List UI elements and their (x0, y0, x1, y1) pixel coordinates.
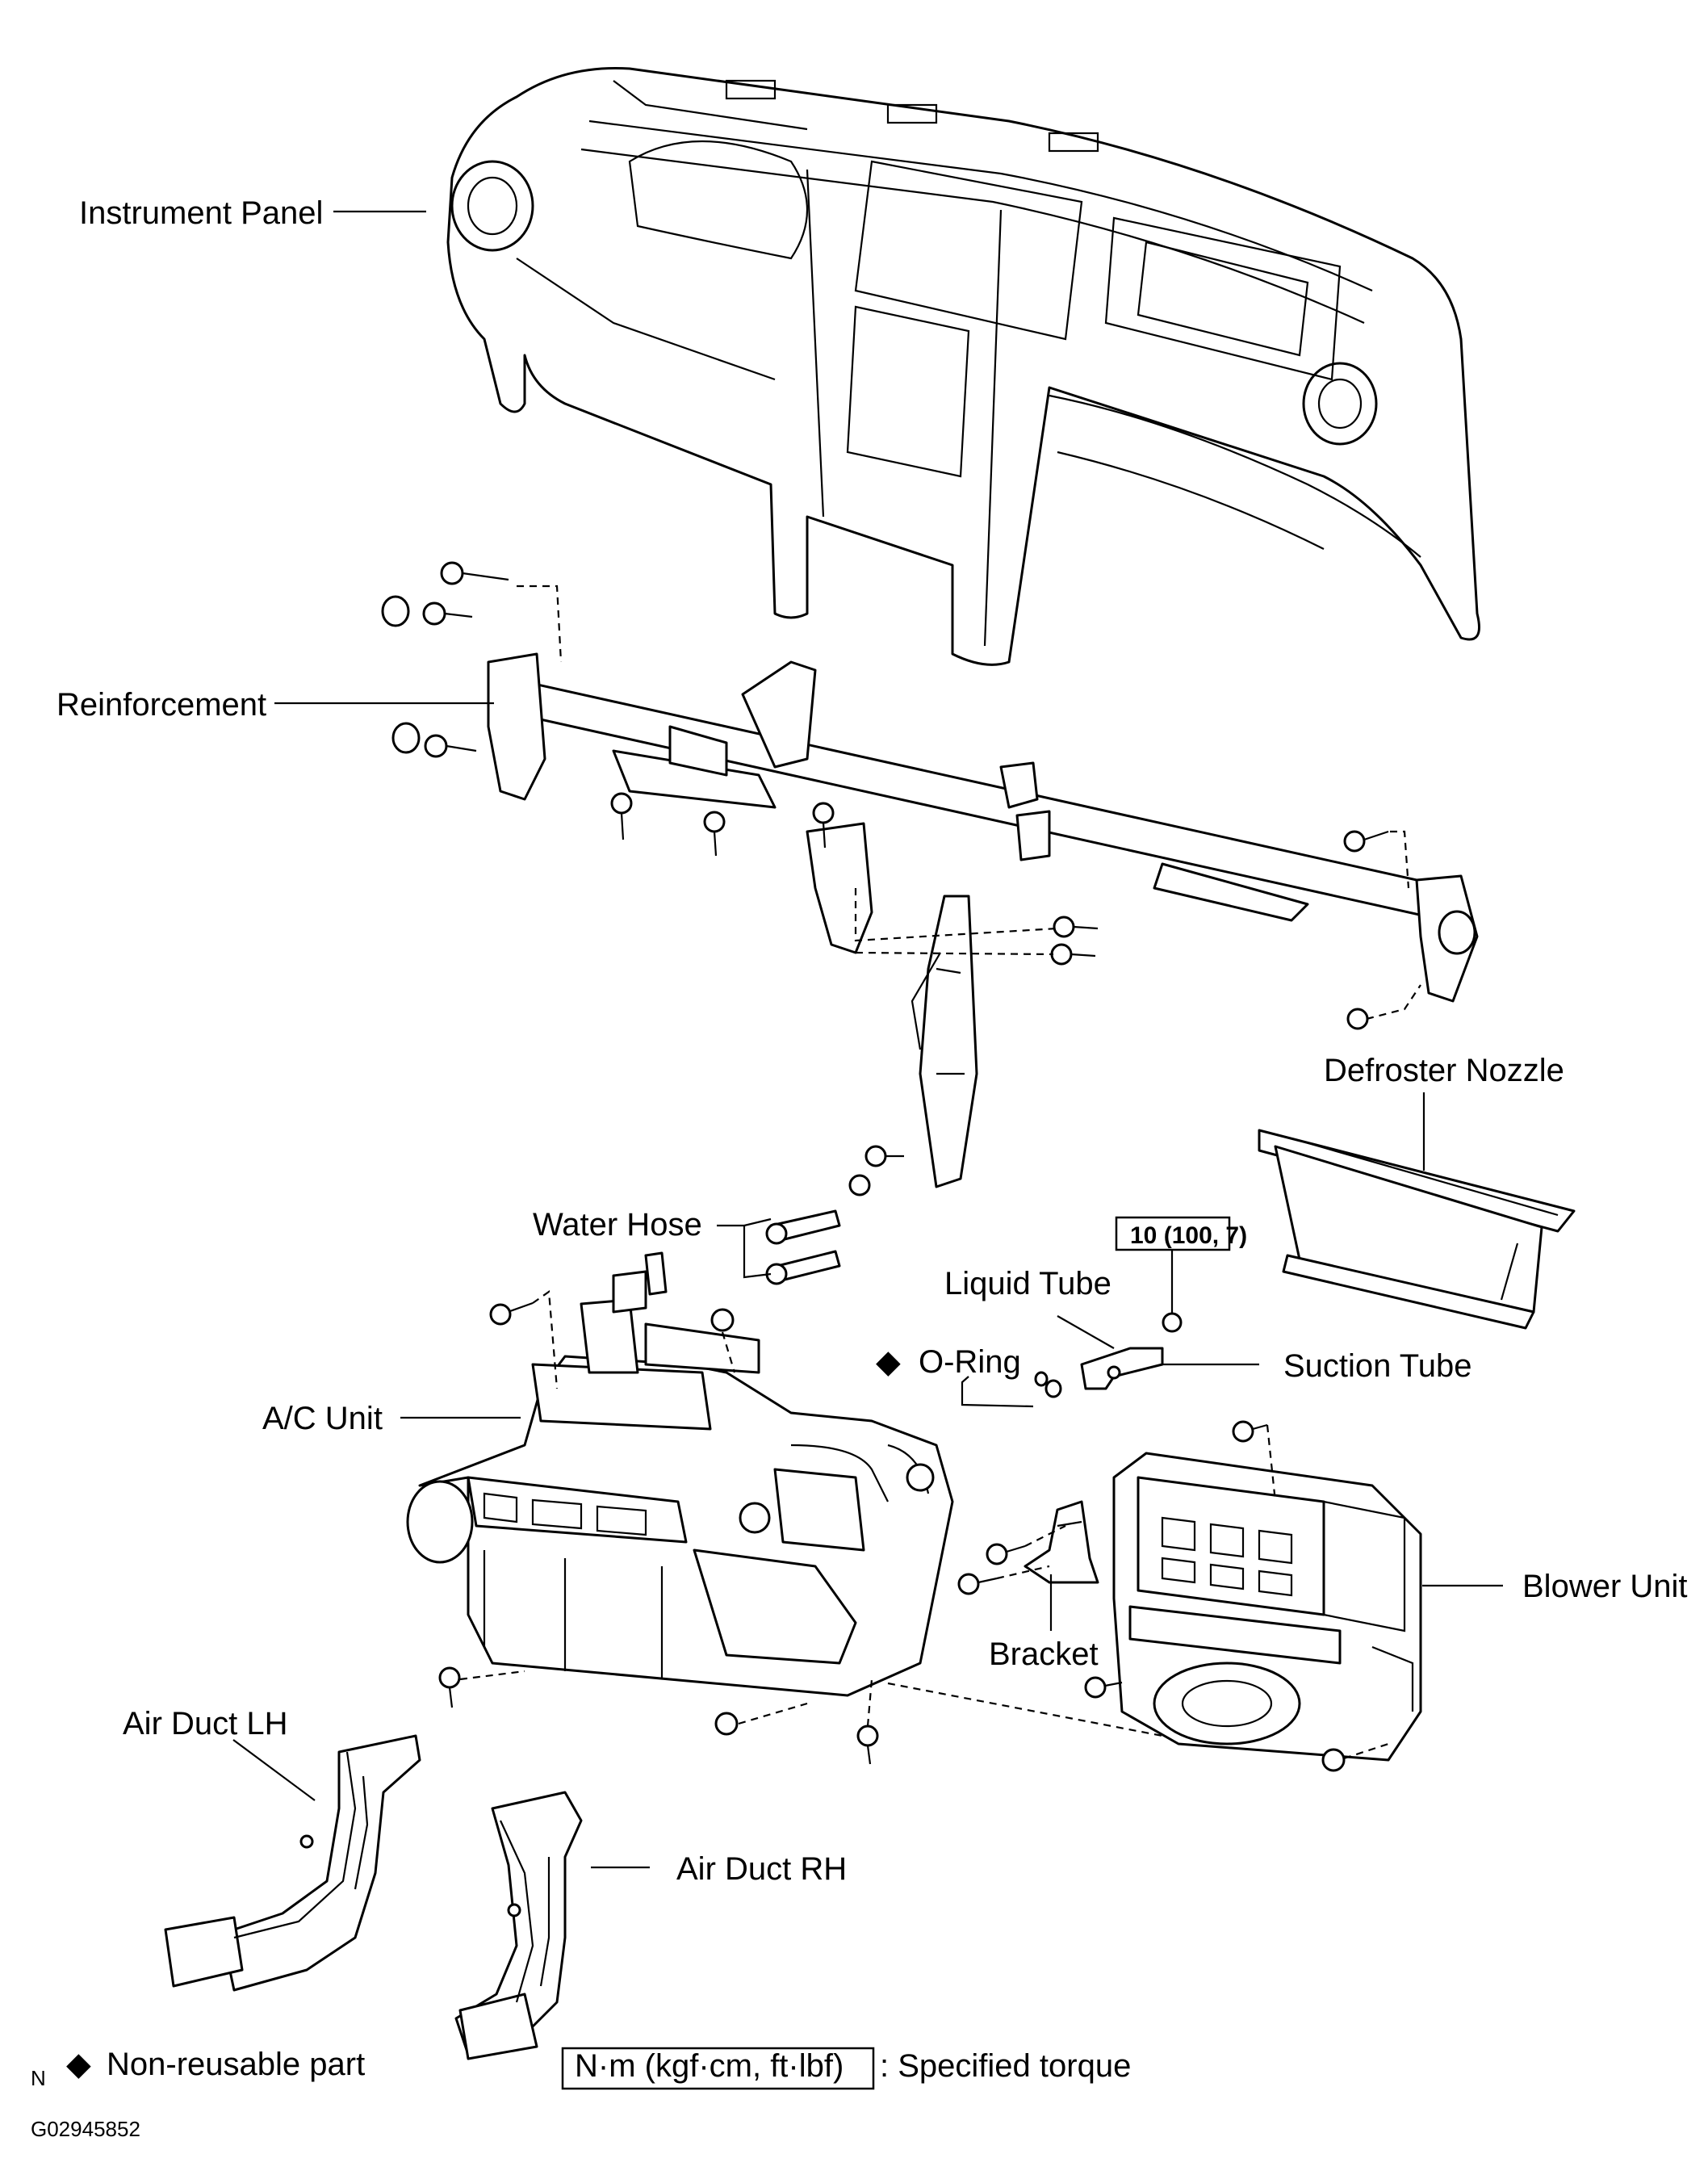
bolt-icon (848, 1174, 871, 1196)
defroster-nozzle-drawing (1258, 1129, 1576, 1330)
bolt-icon (1346, 1008, 1369, 1030)
nut-icon (1162, 1312, 1183, 1333)
label-instrument-panel: Instrument Panel (79, 195, 323, 231)
nut-icon (1321, 1748, 1346, 1772)
legend-torque-desc: : Specified torque (880, 2048, 1131, 2084)
bracket-drawing (957, 1500, 1099, 1595)
ac-unit-drawing (406, 1251, 954, 1697)
liquid-suction-tube-drawing (1034, 1312, 1183, 1398)
washer-icon (391, 722, 421, 754)
label-reinforcement: Reinforcement (57, 687, 266, 723)
air-duct-rh-drawing (454, 1791, 583, 2060)
bolt-icon (438, 1666, 461, 1708)
label-blower-unit: Blower Unit (1522, 1569, 1688, 1604)
label-ac-unit: A/C Unit (262, 1401, 383, 1436)
bolt-icon (422, 601, 473, 626)
o-ring-icon (1034, 1371, 1049, 1387)
bolt-icon (1232, 1420, 1268, 1443)
torque-box (1115, 1216, 1231, 1251)
bolt-icon (1343, 830, 1389, 853)
bolt-icon (703, 811, 726, 857)
bolt-icon (440, 561, 509, 585)
bolt-icon (489, 1301, 534, 1326)
legend-non-reusable: Non-reusable part (107, 2047, 365, 2082)
bolt-icon (856, 1724, 879, 1765)
corner-mark: N (31, 2066, 46, 2090)
legend-torque-units: N·m (kgf·cm, ft·lbf) (575, 2048, 844, 2084)
label-liquid-tube: Liquid Tube (944, 1266, 1111, 1301)
non-reusable-diamond-icon: ◆ (876, 1344, 901, 1380)
label-o-ring: O-Ring (919, 1344, 1021, 1380)
nut-icon (710, 1308, 735, 1332)
instrument-panel-drawing (446, 66, 1480, 666)
legend-diamond-icon: ◆ (66, 2047, 91, 2082)
blower-unit-drawing (1084, 1420, 1422, 1772)
reinforcement-drawing (381, 561, 1479, 1196)
ac-unit-fasteners (438, 1290, 1163, 1765)
bolt-icon (424, 734, 477, 758)
torque-value: 10 (100, 7) (1130, 1222, 1247, 1249)
air-duct-lh-drawing (164, 1734, 421, 1992)
label-air-duct-lh: Air Duct LH (123, 1706, 288, 1741)
bolt-icon (1050, 943, 1096, 966)
nut-icon (714, 1712, 739, 1736)
water-hose-drawing (765, 1209, 841, 1285)
bolt-icon (812, 802, 835, 849)
legend-torque-box (561, 2047, 875, 2090)
bolt-icon (864, 1145, 904, 1167)
label-air-duct-rh: Air Duct RH (676, 1851, 847, 1887)
label-defroster-nozzle: Defroster Nozzle (1324, 1053, 1564, 1088)
bolt-icon (610, 792, 633, 840)
label-suction-tube: Suction Tube (1283, 1348, 1472, 1384)
label-bracket: Bracket (989, 1636, 1099, 1672)
bolt-icon (1053, 916, 1099, 938)
label-water-hose: Water Hose (533, 1207, 702, 1243)
o-ring-icon (1044, 1379, 1062, 1398)
washer-icon (381, 595, 410, 627)
leader-lines (232, 210, 1503, 1869)
bolt-icon (986, 1543, 1026, 1565)
figure-id: G02945852 (31, 2117, 140, 2141)
bolt-icon (1084, 1676, 1123, 1699)
bolt-icon (957, 1573, 998, 1595)
